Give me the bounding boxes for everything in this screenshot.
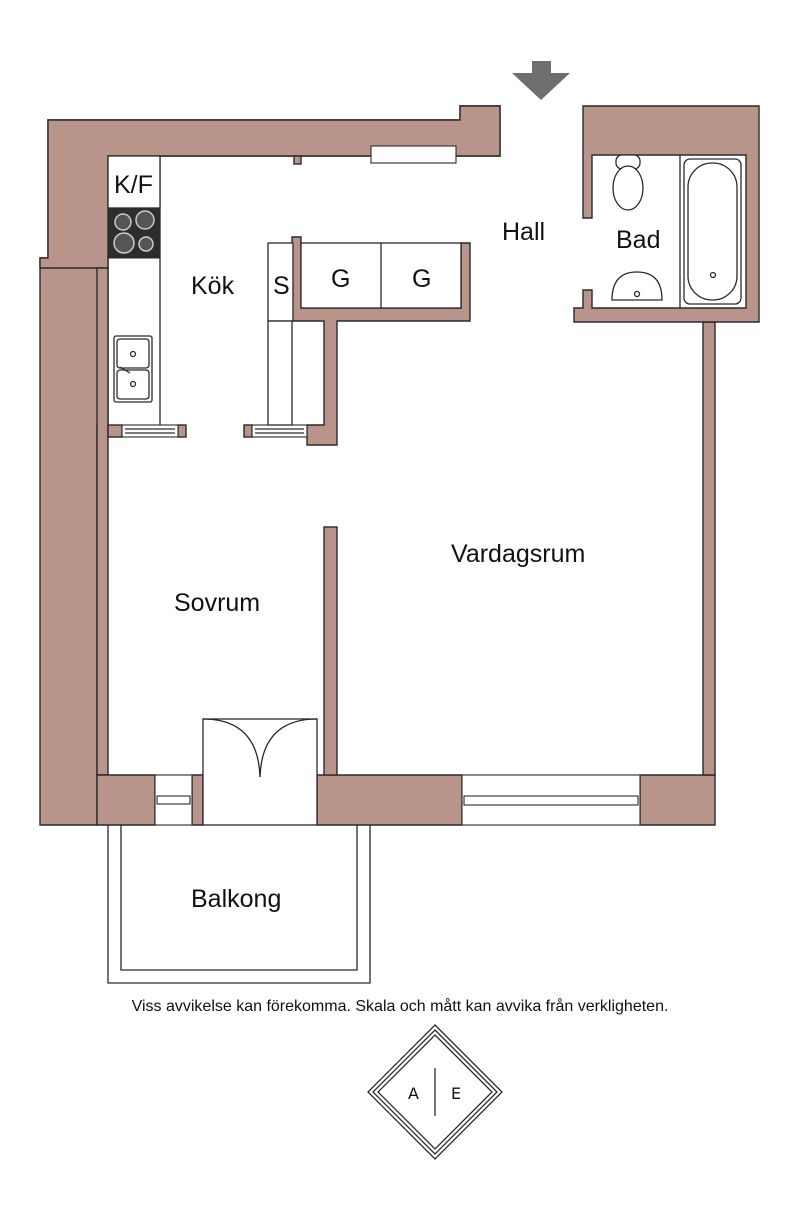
agency-logo: A E [367,1024,503,1160]
window-icon [370,145,457,164]
wardrobes [267,242,462,426]
logo-letter-left: A [408,1084,419,1103]
room-label-kok: Kök [191,272,235,300]
room-label-vardagsrum: Vardagsrum [451,540,585,568]
room-label-sovrum: Sovrum [174,589,260,617]
stove-icon [107,207,161,259]
logo-letter-right: E [451,1084,461,1103]
window-icon [121,424,179,438]
room-label-balkong: Balkong [191,885,281,913]
room-label-bad: Bad [616,226,660,254]
room-label-s: S [273,272,290,300]
bathroom-fittings [611,154,742,308]
window-icon [251,424,308,438]
windows [121,145,641,826]
room-label-g1: G [331,265,350,293]
entrance-arrow-icon [512,61,570,100]
door-swing-icon [202,718,318,826]
sink-icon [113,335,153,403]
room-label-g2: G [412,265,431,293]
balcony-outline [107,825,371,984]
washbasin-icon [611,271,663,301]
kitchen-counter [107,155,161,425]
window-icon [461,774,641,826]
interior-walls [107,236,471,776]
disclaimer-text: Viss avvikelse kan förekomma. Skala och … [131,998,669,1015]
room-label-kf: K/F [114,171,153,199]
toilet-icon [612,154,644,211]
window-icon [154,774,193,826]
room-label-hall: Hall [502,218,545,246]
bathtub-icon [683,158,742,305]
